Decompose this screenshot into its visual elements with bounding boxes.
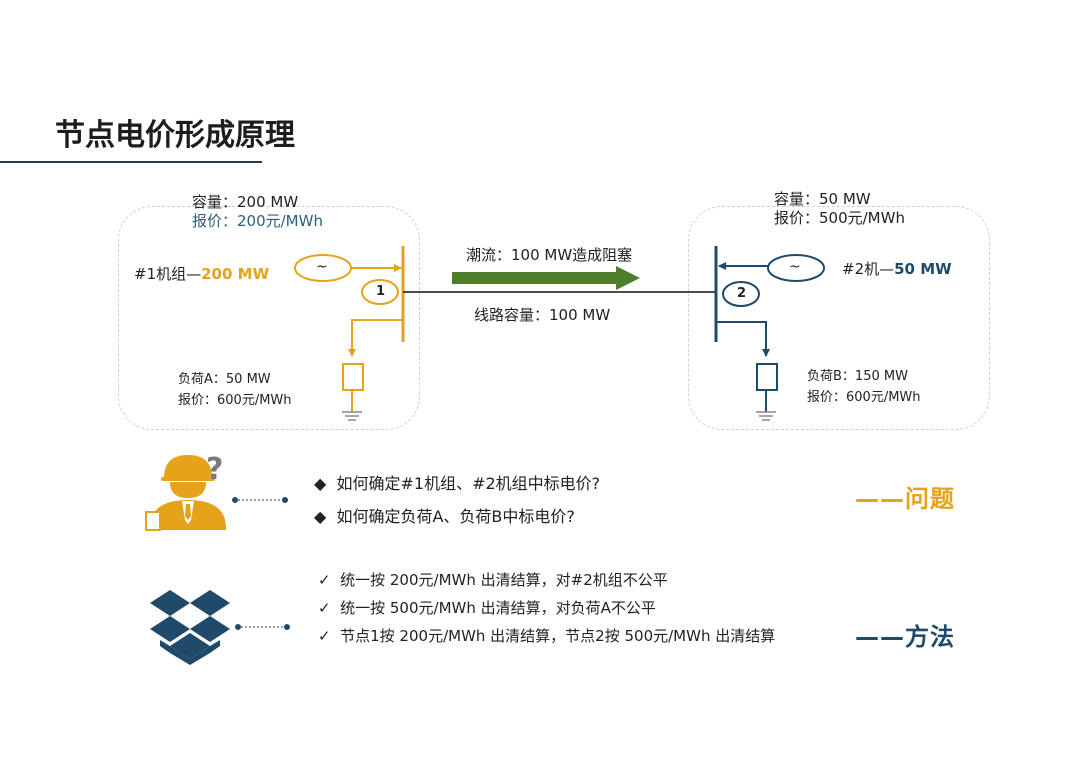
- methods-label: ——方法: [855, 623, 955, 651]
- question-person-icon: [145, 455, 226, 531]
- connector-dot-start: [232, 497, 238, 503]
- node2-region: [688, 206, 990, 430]
- node1-region: [118, 206, 420, 430]
- node2-number: 2: [737, 286, 747, 301]
- load-a-feed-arrow: [348, 319, 402, 357]
- flow-label: 潮流：100 MW造成阻塞: [466, 246, 633, 264]
- load-b-name: 负荷B：150 MW: [807, 369, 908, 384]
- load-a-name: 负荷A：50 MW: [178, 372, 271, 387]
- question-item: ◆ 如何确定#1机组、#2机组中标电价?: [314, 470, 600, 494]
- check-icon: ✓: [318, 599, 331, 617]
- load-b-price: 报价：600元/MWh: [807, 390, 921, 405]
- power-flow-arrow: [452, 266, 640, 290]
- method-item: ✓ 节点1按 200元/MWh 出清结算，节点2按 500元/MWh 出清结算: [318, 625, 775, 646]
- node1-number: 1: [376, 284, 386, 299]
- generator2-symbol: [767, 254, 825, 282]
- connector-dot-end: [282, 497, 288, 503]
- node2-capacity: 容量：50 MW: [774, 190, 871, 208]
- generator2-label: #2机—50 MW: [842, 258, 952, 279]
- method-item: ✓ 统一按 200元/MWh 出清结算，对#2机组不公平: [318, 569, 668, 590]
- generator1-output: 200 MW: [201, 265, 270, 283]
- node1-capacity: 容量：200 MW: [192, 193, 299, 211]
- load-a-price: 报价：600元/MWh: [178, 393, 292, 408]
- node1-marker: [361, 279, 399, 305]
- title-underline: [0, 161, 262, 163]
- generator2-output: 50 MW: [894, 260, 952, 278]
- box-icon: [150, 590, 230, 665]
- method-text: 节点1按 200元/MWh 出清结算，节点2按 500元/MWh 出清结算: [340, 627, 776, 645]
- question-text: 如何确定#1机组、#2机组中标电价?: [336, 474, 601, 493]
- generator1-name: #1机组—: [134, 265, 202, 283]
- generator2-tilde: ~: [789, 259, 801, 275]
- connector-dot-start: [235, 624, 241, 630]
- node2-marker: [722, 281, 760, 307]
- generator1-tilde: ~: [316, 259, 328, 275]
- method-text: 统一按 200元/MWh 出清结算，对#2机组不公平: [340, 571, 668, 589]
- page-title: 节点电价形成原理: [55, 118, 295, 153]
- method-item: ✓ 统一按 500元/MWh 出清结算，对负荷A不公平: [318, 597, 656, 618]
- question-text: 如何确定负荷A、负荷B中标电价?: [336, 507, 575, 526]
- load-b-feed-arrow: [717, 321, 770, 357]
- node2-bid: 报价：500元/MWh: [774, 209, 905, 227]
- generator1-label: #1机组—200 MW: [134, 263, 269, 284]
- load-a-symbol: [342, 363, 364, 391]
- connector-dot-end: [284, 624, 290, 630]
- diamond-bullet-icon: ◆: [314, 474, 327, 493]
- check-icon: ✓: [318, 627, 331, 645]
- check-icon: ✓: [318, 571, 331, 589]
- line-capacity-label: 线路容量：100 MW: [474, 306, 611, 324]
- load-b-symbol: [756, 363, 778, 391]
- diamond-bullet-icon: ◆: [314, 507, 327, 526]
- node1-bid: 报价：200元/MWh: [192, 212, 323, 230]
- question-mark-icon: ?: [206, 452, 224, 487]
- question-item: ◆ 如何确定负荷A、负荷B中标电价?: [314, 503, 575, 527]
- questions-label: ——问题: [855, 485, 955, 513]
- generator2-name: #2机—: [842, 260, 895, 278]
- method-text: 统一按 500元/MWh 出清结算，对负荷A不公平: [340, 599, 656, 617]
